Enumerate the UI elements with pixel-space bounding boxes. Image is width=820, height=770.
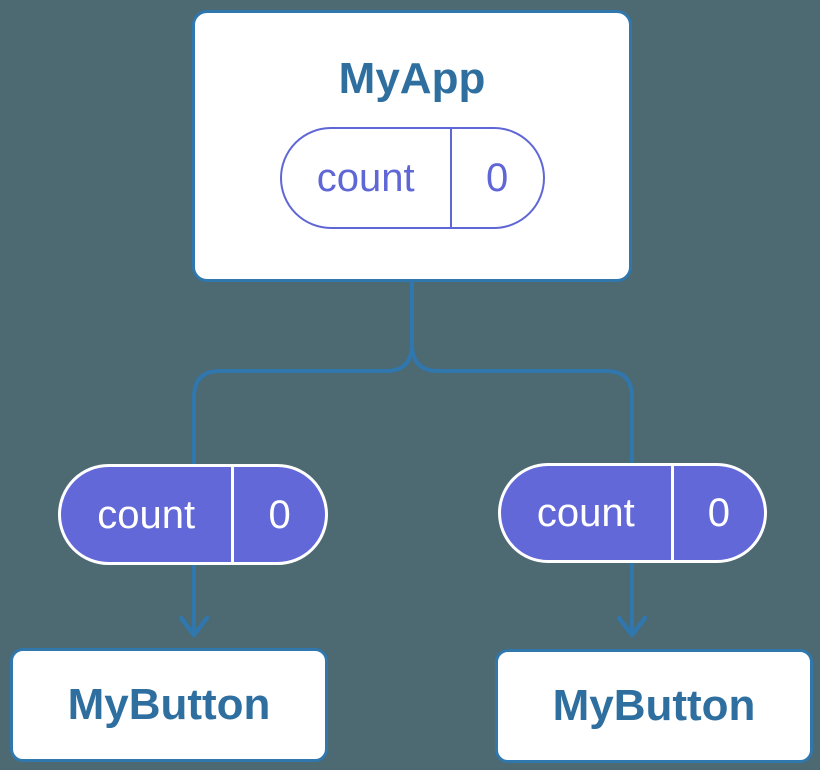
left-branch-line <box>192 343 414 633</box>
state-pill-value: 0 <box>449 129 543 228</box>
prop-pill-left-value: 0 <box>231 467 325 562</box>
left-arrow-head <box>178 615 210 638</box>
node-mybutton-left: MyButton <box>10 648 328 762</box>
node-mybutton-left-title: MyButton <box>67 679 271 729</box>
prop-pill-right-value: 0 <box>670 466 764 560</box>
node-mybutton-right-title: MyButton <box>552 680 756 730</box>
right-branch-line <box>410 343 634 633</box>
node-myapp: MyApp count 0 <box>192 10 632 282</box>
prop-pill-left: count 0 <box>58 464 328 565</box>
node-mybutton-right: MyButton <box>495 649 813 763</box>
state-pill-name: count <box>316 156 415 201</box>
prop-pill-right-name: count <box>536 491 635 535</box>
right-arrow-head <box>616 615 648 638</box>
node-myapp-title: MyApp <box>338 54 486 103</box>
state-pill: count 0 <box>279 127 545 230</box>
prop-pill-left-name: count <box>97 492 196 537</box>
prop-pill-right: count 0 <box>498 463 767 563</box>
